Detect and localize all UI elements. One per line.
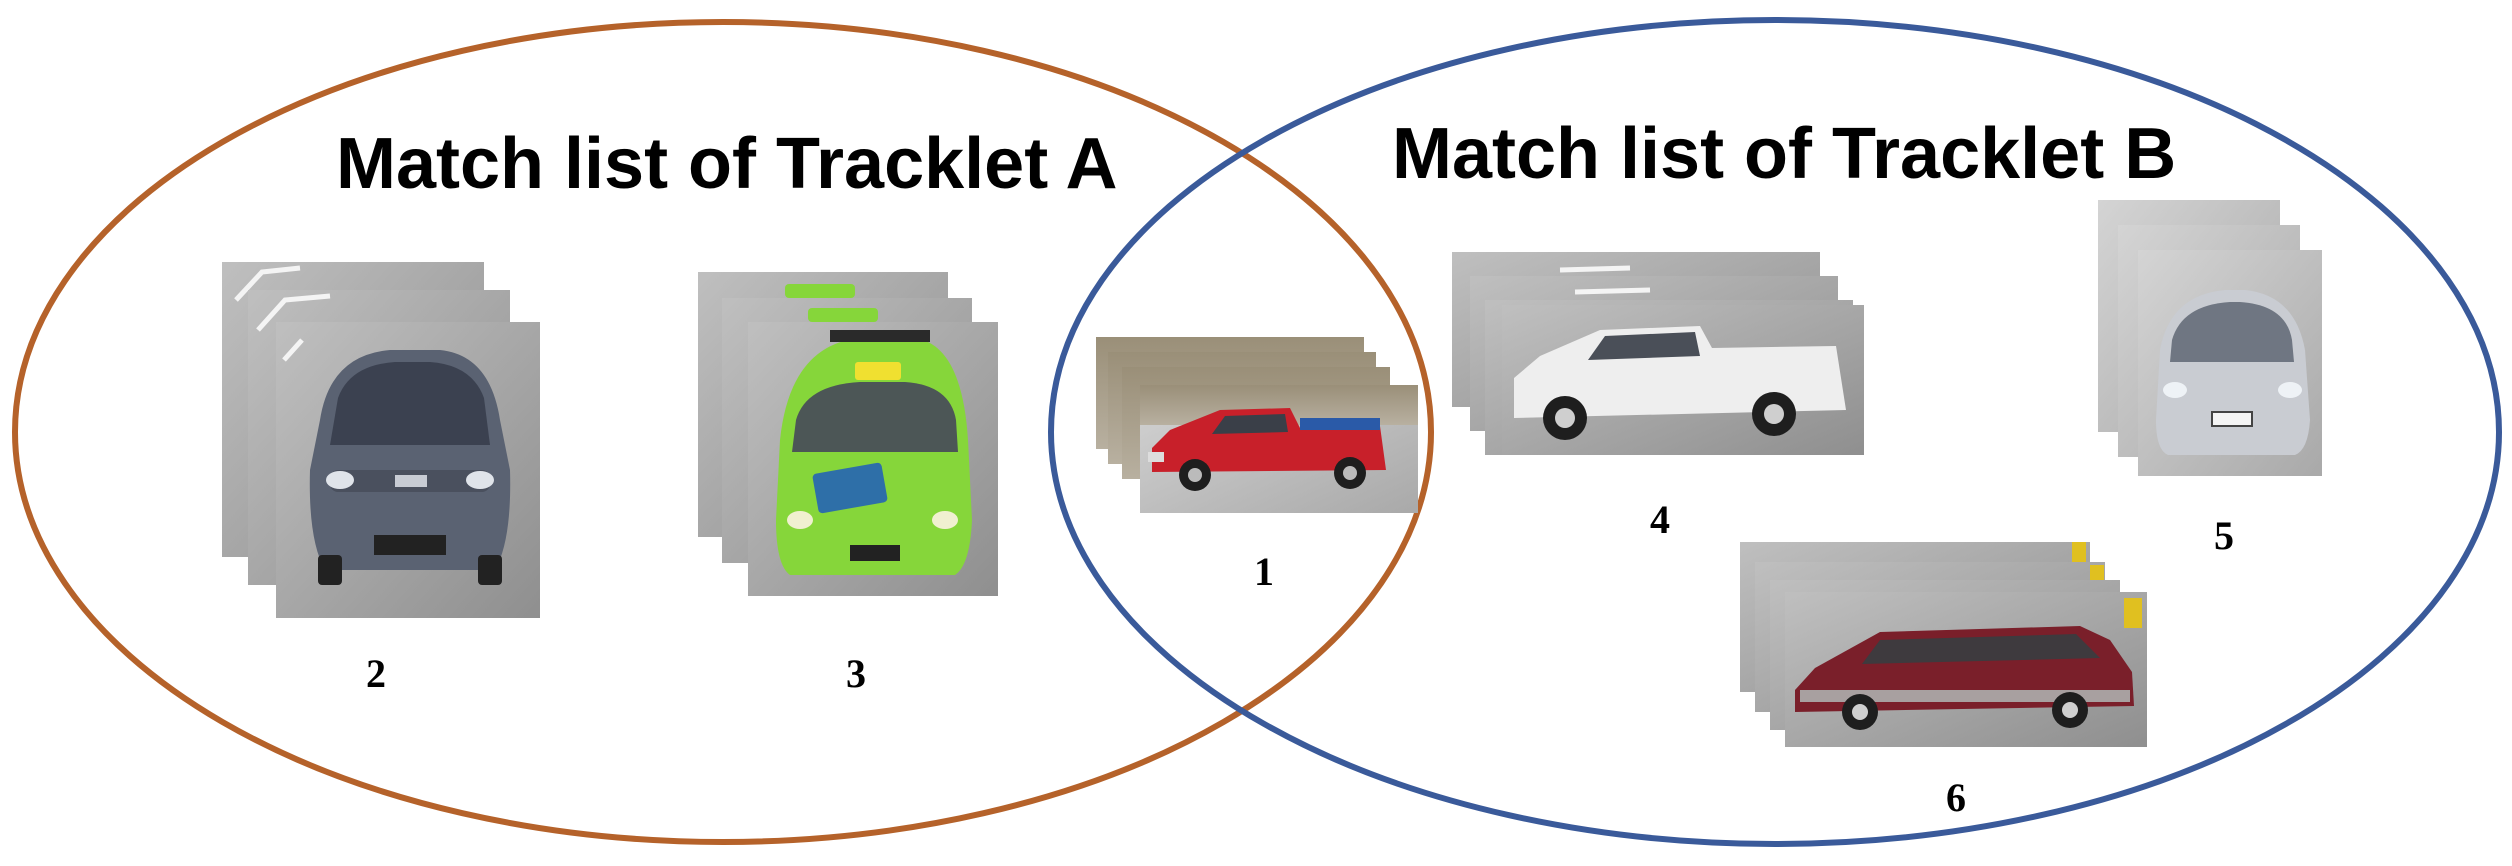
tracklet-5-frame-front — [2138, 250, 2322, 476]
green-taxi-van-icon — [776, 330, 972, 575]
tracklet-1-frame-front — [1140, 385, 1418, 513]
set-b-ellipse — [1048, 17, 2502, 847]
tracklet-1-image-stack — [1096, 337, 1418, 513]
set-a-ellipse — [12, 19, 1434, 845]
gray-suv-icon — [309, 350, 511, 585]
tracklet-6-label: 6 — [1946, 775, 1966, 820]
red-pickup-truck-icon — [1148, 408, 1386, 491]
tracklet-6-frame-front — [1785, 592, 2147, 747]
set-a-title: Match list of Tracklet A — [336, 124, 1118, 204]
silver-hatchback-icon — [2156, 290, 2310, 455]
tracklet-5-image-stack — [2098, 200, 2322, 476]
tracklet-1-label: 1 — [1254, 549, 1274, 594]
tracklet-3-label: 3 — [846, 651, 866, 696]
tracklet-4-label: 4 — [1650, 497, 1670, 542]
white-pickup-truck-icon — [1514, 326, 1846, 440]
tracklet-2-image-stack — [222, 262, 540, 618]
tracklet-6-image-stack — [1740, 542, 2147, 747]
tracklet-2-label: 2 — [366, 651, 386, 696]
maroon-minivan-icon — [1795, 626, 2134, 730]
tracklet-2-frame-front — [276, 322, 540, 618]
set-b-title: Match list of Tracklet B — [1392, 114, 2177, 194]
tracklet-4-image-stack — [1452, 252, 1864, 455]
tracklet-5-label: 5 — [2214, 513, 2234, 558]
tracklet-3-image-stack — [698, 272, 998, 596]
tracklet-4-frame-front — [1502, 305, 1864, 455]
tracklet-3-frame-front — [748, 322, 998, 596]
